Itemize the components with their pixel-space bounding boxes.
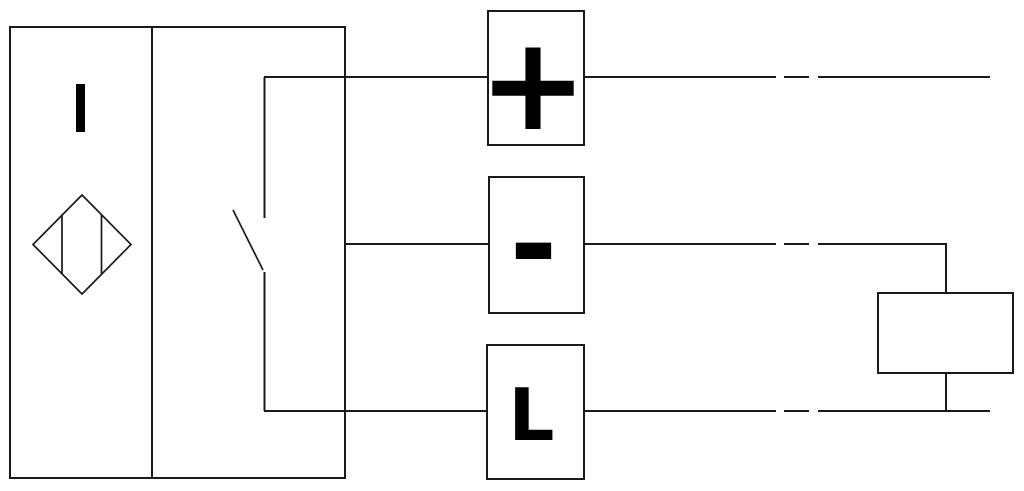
terminal-box-load-line: L [486,344,585,480]
switch-blade [232,209,264,271]
wire-minus-right-2 [818,243,947,293]
diamond-inner-lines [61,214,103,275]
load-box [877,292,1014,374]
terminal-box-plus: + [479,10,587,149]
indicator-bar-symbol [76,84,85,132]
terminal-label-plus: + [478,8,588,160]
sensing-element-diamond [31,193,133,296]
terminal-box-minus: - [488,176,585,314]
sensor-body-outline [9,26,346,479]
terminal-label-minus: - [509,177,558,312]
terminal-label-load-line: L [508,373,555,457]
